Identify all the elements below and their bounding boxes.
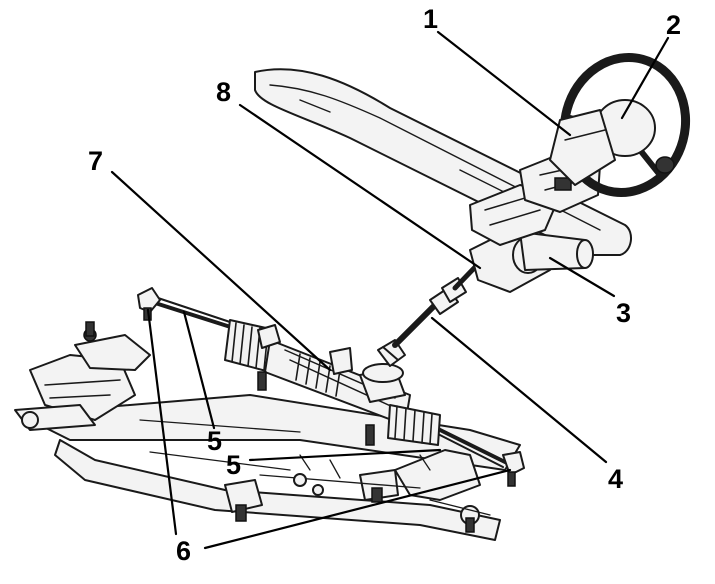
callout-labels: 1 2 3 4 5 5 6 7 8 [88,4,681,566]
callout-5a: 5 [207,426,222,456]
leader-7 [110,170,332,372]
leader-8 [238,103,482,270]
leader-1 [436,30,572,137]
steering-rack [224,319,441,446]
leader-2 [620,36,670,120]
callout-8: 8 [216,77,231,107]
leader-3 [548,256,616,298]
leader-6b [203,468,512,550]
callout-7: 7 [88,146,103,176]
callout-3: 3 [616,298,631,328]
callout-4: 4 [608,464,623,494]
intermediate-shaft [377,259,483,367]
steering-column [254,68,632,293]
leader-4 [430,316,608,464]
callout-6: 6 [176,536,191,566]
steering-wheel [549,53,691,197]
callout-5b: 5 [226,450,241,480]
callout-2: 2 [666,10,681,40]
leader-6a [146,308,178,536]
leader-5a [182,310,216,430]
leader-5b [248,448,442,462]
callout-1: 1 [423,4,438,34]
leader-lines [110,30,670,550]
